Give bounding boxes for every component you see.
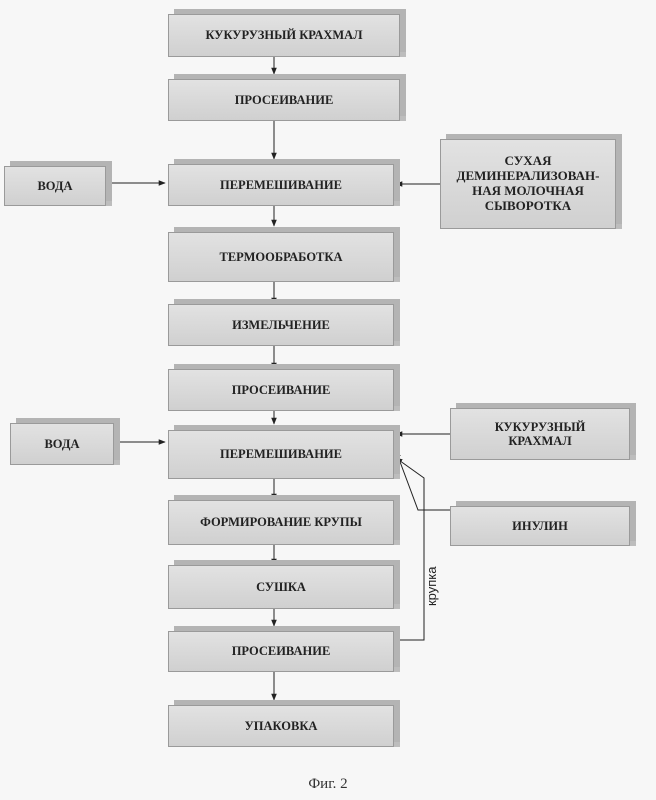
input-water-2: ВОДА (10, 423, 114, 465)
input-inulin-label: ИНУЛИН (512, 518, 568, 533)
step-packaging-label: УПАКОВКА (244, 718, 318, 733)
step-grinding: ИЗМЕЛЬЧЕНИЕ (168, 304, 394, 346)
step-mixing-2-label: ПЕРЕМЕШИВАНИЕ (220, 447, 342, 462)
input-inulin: ИНУЛИН (450, 506, 630, 546)
step-sifting-2: ПРОСЕИВАНИЕ (168, 369, 394, 411)
step-forming-grits: ФОРМИРОВАНИЕ КРУПЫ (168, 500, 394, 545)
step-packaging: УПАКОВКА (168, 705, 394, 747)
input-corn-starch-2-line: КРАХМАЛ (508, 434, 572, 448)
input-water-1: ВОДА (4, 166, 106, 206)
step-sifting-1-label: ПРОСЕИВАНИЕ (234, 92, 334, 107)
arrow-recycle-krupka (394, 457, 425, 641)
step-mixing-2: ПЕРЕМЕШИВАНИЕ (168, 430, 394, 479)
step-heat-treatment-label: ТЕРМООБРАБОТКА (219, 249, 343, 264)
step-corn-starch-label: КУКУРУЗНЫЙ КРАХМАЛ (205, 28, 363, 43)
step-grinding-label: ИЗМЕЛЬЧЕНИЕ (232, 317, 330, 332)
input-water-1-label: ВОДА (37, 178, 73, 193)
input-corn-starch-2: КУКУРУЗНЫЙ КРАХМАЛ (450, 408, 630, 460)
step-sifting-3: ПРОСЕИВАНИЕ (168, 631, 394, 672)
step-heat-treatment: ТЕРМООБРАБОТКА (168, 232, 394, 282)
input-whey-label: СУХАЯ ДЕМИНЕРАЛИЗОВАН- НАЯ МОЛОЧНАЯ СЫВО… (456, 153, 600, 214)
step-corn-starch: КУКУРУЗНЫЙ КРАХМАЛ (168, 14, 400, 57)
step-sifting-1: ПРОСЕИВАНИЕ (168, 79, 400, 121)
input-corn-starch-2-label: КУКУРУЗНЫЙ КРАХМАЛ (495, 420, 586, 449)
step-drying: СУШКА (168, 565, 394, 609)
input-whey-line: СЫВОРОТКА (484, 197, 572, 213)
arrow-inulin-to-mixing (395, 450, 450, 511)
input-whey: СУХАЯ ДЕМИНЕРАЛИЗОВАН- НАЯ МОЛОЧНАЯ СЫВО… (440, 139, 616, 229)
step-mixing-1: ПЕРЕМЕШИВАНИЕ (168, 164, 394, 206)
recycle-label: крупка (424, 566, 439, 606)
input-corn-starch-2-line: КУКУРУЗНЫЙ (494, 419, 586, 434)
input-whey-line: НАЯ МОЛОЧНАЯ (472, 183, 584, 198)
step-forming-grits-label: ФОРМИРОВАНИЕ КРУПЫ (200, 515, 362, 530)
input-whey-line: ДЕМИНЕРАЛИЗОВАН- (456, 168, 600, 184)
step-mixing-1-label: ПЕРЕМЕШИВАНИЕ (220, 177, 342, 192)
figure-caption: Фиг. 2 (308, 776, 348, 792)
step-sifting-3-label: ПРОСЕИВАНИЕ (231, 644, 331, 659)
step-sifting-2-label: ПРОСЕИВАНИЕ (231, 382, 331, 397)
step-drying-label: СУШКА (256, 579, 306, 594)
input-water-2-label: ВОДА (44, 436, 80, 451)
input-whey-line: СУХАЯ (504, 153, 552, 169)
